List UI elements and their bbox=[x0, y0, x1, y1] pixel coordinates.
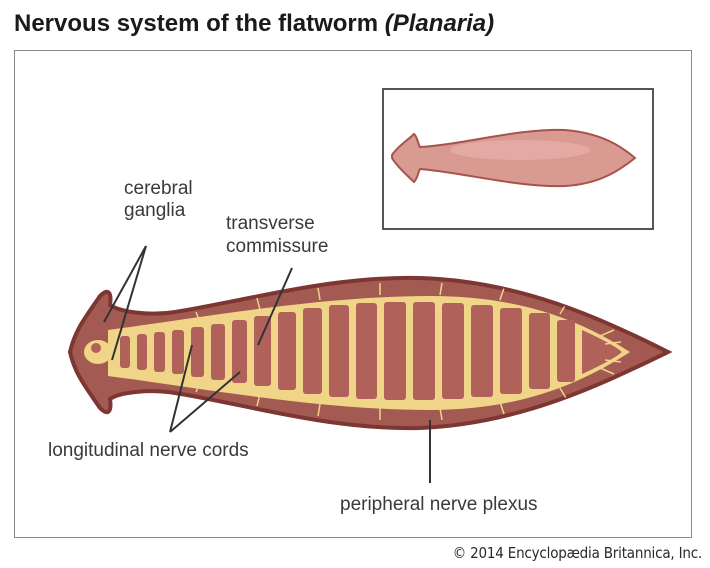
label-peripheral: peripheral nerve plexus bbox=[340, 494, 538, 516]
label-transverse-line1: transverse bbox=[226, 213, 315, 235]
label-transverse-line2: commissure bbox=[226, 236, 328, 258]
label-cerebral-line1: cerebral bbox=[124, 178, 193, 200]
inset-flatworm bbox=[392, 130, 635, 186]
label-longitudinal: longitudinal nerve cords bbox=[48, 440, 249, 462]
copyright-notice: © 2014 Encyclopædia Britannica, Inc. bbox=[453, 544, 702, 562]
label-cerebral-line2: ganglia bbox=[124, 200, 185, 222]
flatworm-body bbox=[70, 278, 668, 428]
